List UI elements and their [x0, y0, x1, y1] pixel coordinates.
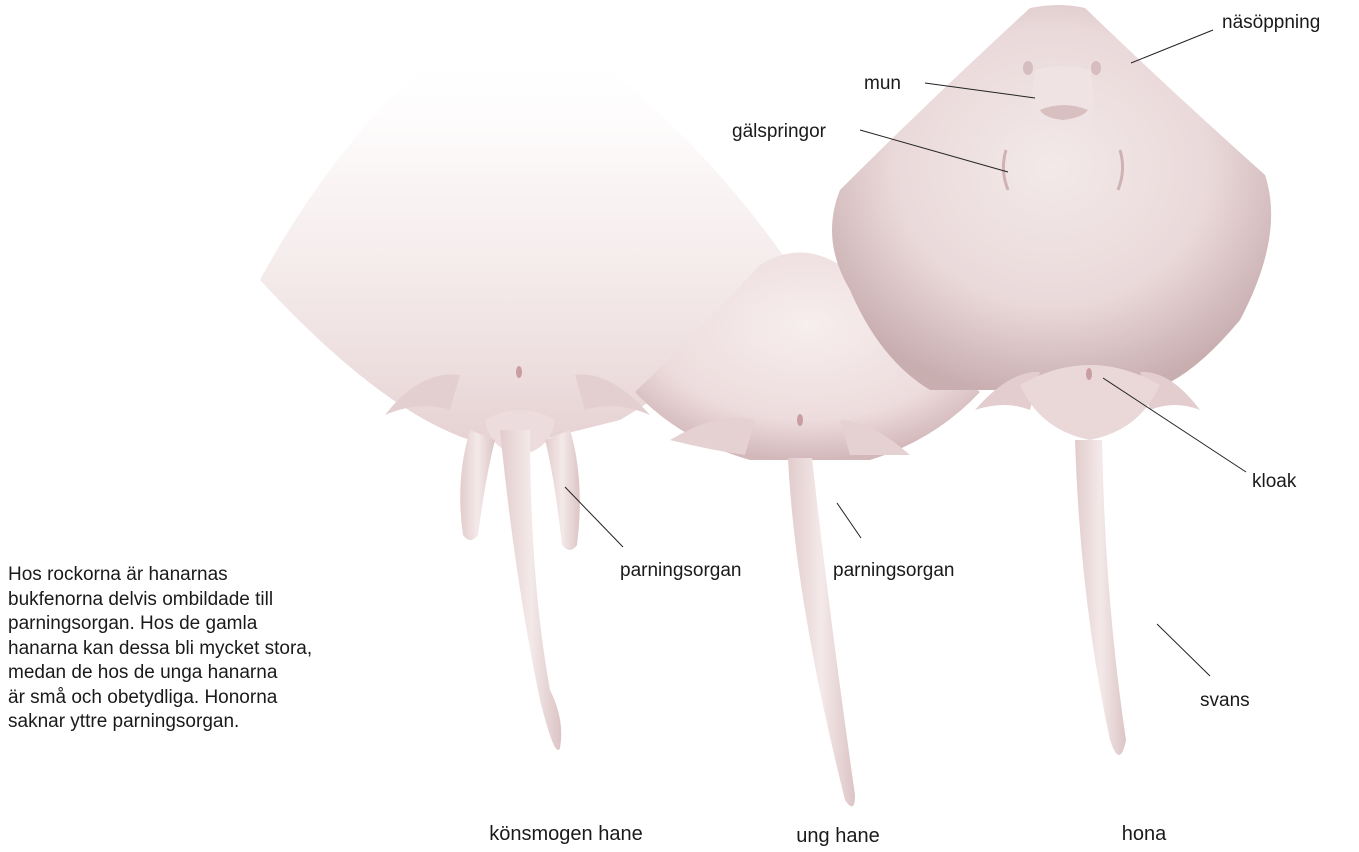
label-mun: mun [864, 73, 901, 94]
description-line: medan de hos de unga hanarna [8, 661, 328, 686]
description-line: bukfenorna delvis ombildade till [8, 588, 328, 613]
description-line: saknar yttre parningsorgan. [8, 710, 328, 735]
description-line: Hos rockorna är hanarnas [8, 563, 328, 588]
description-line: parningsorgan. Hos de gamla [8, 612, 328, 637]
caption-young-male: ung hane [796, 825, 879, 847]
description-line: är små och obetydliga. Honorna [8, 686, 328, 711]
label-nasoppning: näsöppning [1222, 12, 1320, 33]
label-parningsorgan-left: parningsorgan [620, 560, 741, 581]
caption-female: hona [1122, 823, 1167, 845]
label-kloak: kloak [1252, 471, 1297, 492]
caption-mature-male: könsmogen hane [489, 823, 642, 845]
label-svans: svans [1200, 690, 1250, 711]
label-galspringor: gälspringor [732, 121, 827, 142]
leader-parningsorgan-mid [837, 503, 861, 538]
leader-svans [1157, 624, 1210, 676]
description-text: Hos rockorna är hanarnas bukfenorna delv… [8, 563, 328, 735]
description-line: hanarna kan dessa bli mycket stora, [8, 637, 328, 662]
leader-nasoppning [1131, 30, 1213, 63]
label-parningsorgan-mid: parningsorgan [833, 560, 954, 581]
